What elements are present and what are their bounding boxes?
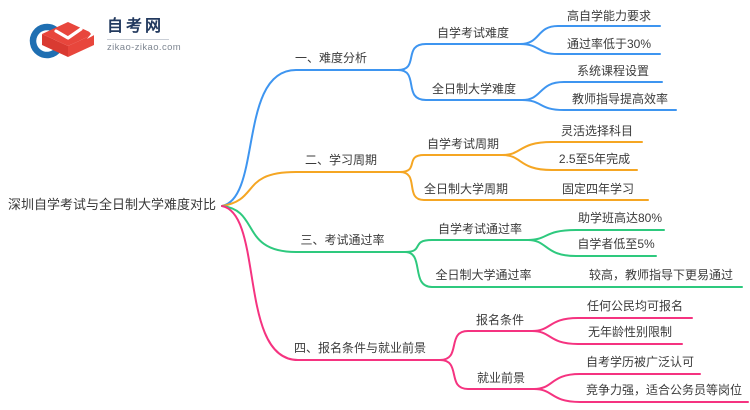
branch-4-sub-1: 报名条件 bbox=[475, 313, 524, 327]
branch-1-leaf-1: 高自学能力要求 bbox=[566, 9, 651, 23]
branch-2-leaf-3: 固定四年学习 bbox=[561, 182, 634, 196]
branch-3-leaf-2: 自学者低至5% bbox=[577, 237, 655, 251]
logo: 自考网 zikao-zikao.com bbox=[28, 17, 181, 61]
branch-2-leaf-2: 2.5至5年完成 bbox=[558, 152, 631, 166]
branch-4-leaf-4: 竞争力强，适合公务员等岗位 bbox=[585, 383, 742, 397]
logo-cap-left-face bbox=[42, 34, 68, 57]
logo-cap-right-face bbox=[68, 34, 94, 57]
branch-2-sub-1: 自学考试周期 bbox=[426, 137, 499, 151]
branch-1-sub-1: 自学考试难度 bbox=[436, 26, 509, 40]
branch-2-sub-2: 全日制大学周期 bbox=[424, 182, 509, 196]
logo-icon bbox=[29, 22, 96, 59]
branch-1-leaf-3: 系统课程设置 bbox=[576, 64, 649, 78]
branch-2-leaf-1: 灵活选择科目 bbox=[560, 124, 633, 138]
logo-cap-arrow-tip bbox=[87, 29, 96, 39]
branch-3-leaf-3: 较高，教师指导下更易通过 bbox=[588, 268, 733, 282]
branch-3-sub-1: 自学考试通过率 bbox=[437, 222, 522, 236]
logo-cap-chevron bbox=[54, 27, 83, 40]
branch-4-leaf-1: 任何公民均可报名 bbox=[586, 299, 683, 313]
branch-4-leaf-3: 自考学历被广泛认可 bbox=[585, 355, 694, 369]
branch-3-label: 三、考试通过率 bbox=[300, 233, 385, 247]
branch-2-label: 二、学习周期 bbox=[304, 153, 377, 167]
logo-title: 自考网 bbox=[107, 18, 165, 35]
branch-1-leaf-4: 教师指导提高效率 bbox=[571, 92, 668, 106]
branch-4-label: 四、报名条件与就业前景 bbox=[293, 341, 426, 355]
logo-divider bbox=[107, 39, 169, 40]
branch-1-sub-2: 全日制大学难度 bbox=[431, 82, 516, 96]
logo-subtitle: zikao-zikao.com bbox=[107, 42, 182, 53]
branch-3-leaf-1: 助学班高达80% bbox=[577, 211, 663, 225]
branch-4-sub-2: 就业前景 bbox=[476, 371, 525, 385]
branch-1-leaf-2: 通过率低于30% bbox=[566, 37, 652, 51]
branch-3-sub-2: 全日制大学通过率 bbox=[435, 268, 532, 282]
root-node: 深圳自学考试与全日制大学难度对比 bbox=[7, 197, 216, 212]
logo-crescent-shape bbox=[29, 23, 62, 59]
branch-4-leaf-2: 无年龄性别限制 bbox=[587, 325, 672, 339]
branch-1-label: 一、难度分析 bbox=[294, 51, 367, 65]
